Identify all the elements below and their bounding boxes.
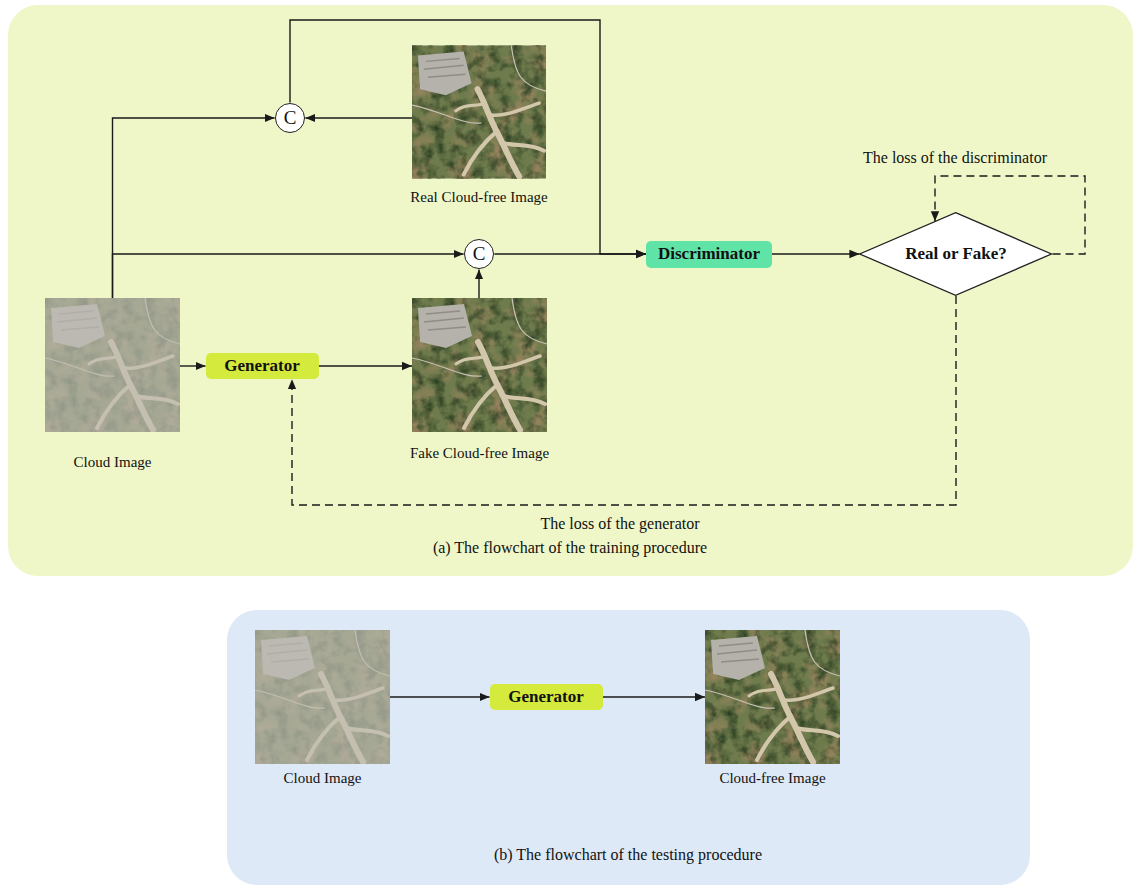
generator-box: Generator <box>490 684 603 710</box>
edge-label-holder: The loss of the discriminator <box>863 148 1047 167</box>
node-label: Real or Fake? <box>905 244 1007 264</box>
loss-feedback-arrow <box>292 296 956 505</box>
concat-circle: C <box>275 103 306 134</box>
caption-holder: Cloud-free Image <box>719 769 825 787</box>
caption-holder: Cloud Image <box>284 769 362 787</box>
caption-text: Fake Cloud-free Image <box>410 444 549 462</box>
caption-holder: Fake Cloud-free Image <box>410 444 549 462</box>
satellite-image <box>705 630 840 764</box>
caption-holder: (b) The flowchart of the testing procedu… <box>494 845 762 864</box>
testing-panel: (b) The flowchart of the testing procedu… <box>227 610 1030 885</box>
caption-text: Cloud Image <box>74 453 152 471</box>
flow-arrow <box>305 117 412 118</box>
flow-arrow <box>180 365 206 366</box>
discriminator-box: Discriminator <box>646 241 772 268</box>
image-node: Cloud Image <box>255 630 390 764</box>
flow-arrow <box>319 365 413 366</box>
caption-holder: Cloud Image <box>74 453 152 471</box>
flow-arrow <box>290 20 646 254</box>
flow-arrow <box>390 696 490 697</box>
caption-text: Cloud Image <box>284 769 362 787</box>
generator-box: Generator <box>206 353 319 379</box>
cloudy-satellite-image <box>255 630 390 764</box>
cloudy-satellite-image <box>45 298 180 432</box>
caption-text: (a) The flowchart of the training proced… <box>433 538 707 557</box>
caption-holder: Real Cloud-free Image <box>410 188 547 206</box>
training-panel: (a) The flowchart of the training proced… <box>8 5 1133 576</box>
flow-arrow <box>603 696 706 697</box>
node-label: C <box>473 243 486 266</box>
flow-arrow <box>113 254 464 298</box>
edge-label: The loss of the discriminator <box>863 148 1047 167</box>
satellite-image <box>412 45 546 178</box>
caption-text: (b) The flowchart of the testing procedu… <box>494 845 762 864</box>
satellite-image <box>412 298 547 432</box>
node-label: Generator <box>508 687 584 707</box>
image-node: Cloud Image <box>45 298 180 432</box>
node-label: C <box>284 107 297 130</box>
diamond-shape <box>860 213 1052 296</box>
decision-diamond: Real or Fake? <box>859 212 1052 296</box>
edge-label: The loss of the generator <box>540 514 699 533</box>
image-node: Cloud-free Image <box>705 630 840 764</box>
connector-group <box>113 20 1086 697</box>
node-label: Discriminator <box>658 244 760 264</box>
flow-arrow <box>494 253 646 254</box>
flow-arrow <box>113 118 275 298</box>
edge-label-holder: The loss of the generator <box>540 514 699 533</box>
loss-feedback-arrow <box>935 176 1085 254</box>
caption-holder: (a) The flowchart of the training proced… <box>433 538 707 557</box>
flow-arrow <box>478 269 479 298</box>
image-node: Fake Cloud-free Image <box>412 298 547 432</box>
caption-text: Cloud-free Image <box>719 769 825 787</box>
node-label: Generator <box>224 356 300 376</box>
image-node: Real Cloud-free Image <box>412 45 546 179</box>
caption-text: Real Cloud-free Image <box>410 188 547 206</box>
flow-arrow <box>772 253 859 254</box>
concat-circle: C <box>464 239 495 270</box>
